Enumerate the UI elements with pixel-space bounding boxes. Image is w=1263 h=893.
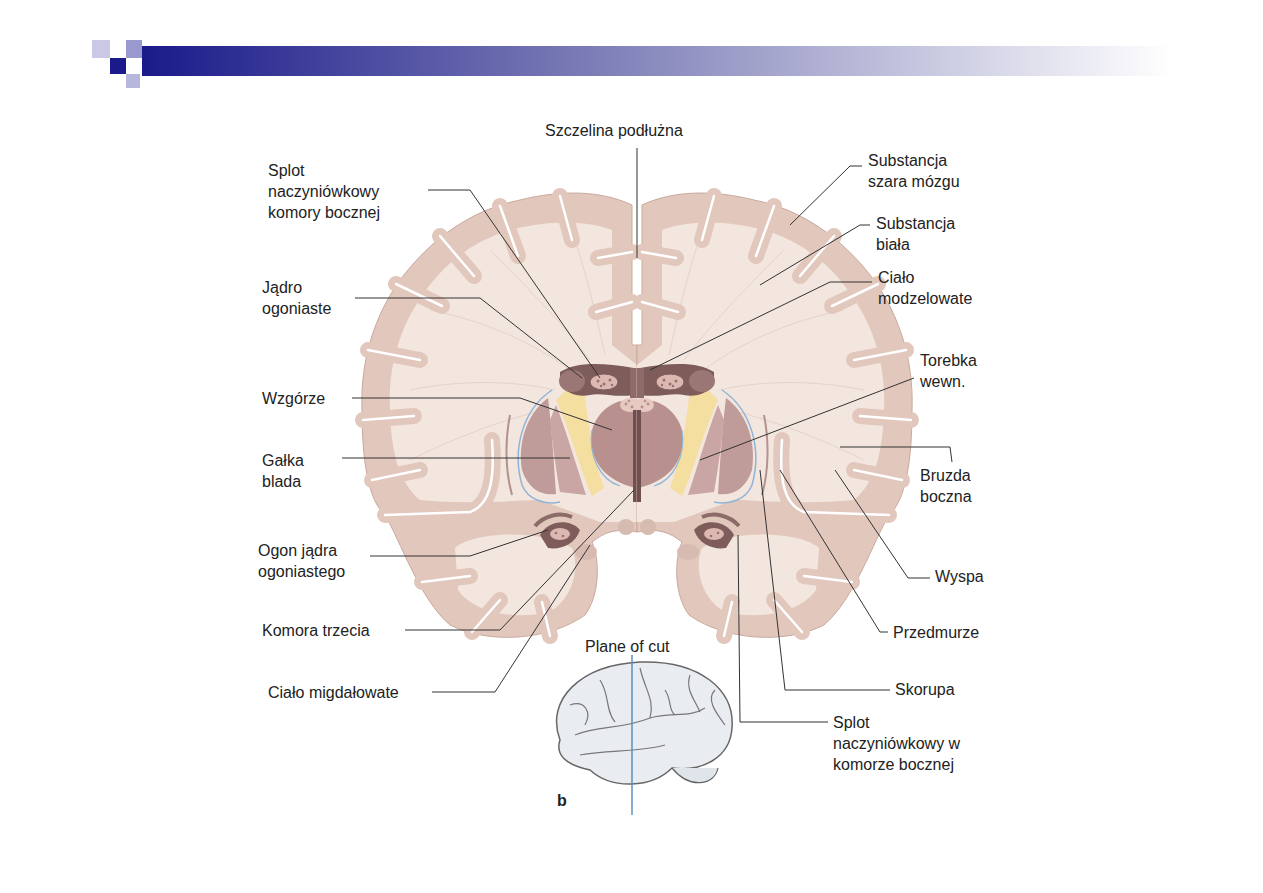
structure-label: Jądro ogoniaste (262, 277, 347, 319)
structure-label: b (557, 790, 567, 811)
structure-label: Substancja biała (876, 213, 966, 255)
structure-label: Szczelina podłużna (545, 120, 683, 141)
structure-label: Plane of cut (585, 636, 670, 657)
structure-label: Torebka wewn. (920, 350, 992, 392)
structure-label: Gałka blada (262, 450, 320, 492)
structure-label: Splot naczyniówkowy komory bocznej (268, 160, 403, 223)
structure-label: Skorupa (895, 679, 955, 700)
structure-label: Ciało migdałowate (268, 682, 399, 703)
structure-label: Splot naczyniówkowy w komorze bocznej (833, 712, 975, 775)
structure-label: Substancja szara mózgu (868, 150, 978, 192)
structure-label: Bruzda boczna (920, 465, 988, 507)
structure-label: Przedmurze (893, 622, 979, 643)
structure-label: Ogon jądra ogoniastego (258, 540, 380, 582)
structure-label: Wzgórze (262, 388, 325, 409)
structure-label: Wyspa (935, 566, 984, 587)
structure-label: Komora trzecia (262, 620, 370, 641)
structure-label: Ciało modzelowate (878, 267, 983, 309)
